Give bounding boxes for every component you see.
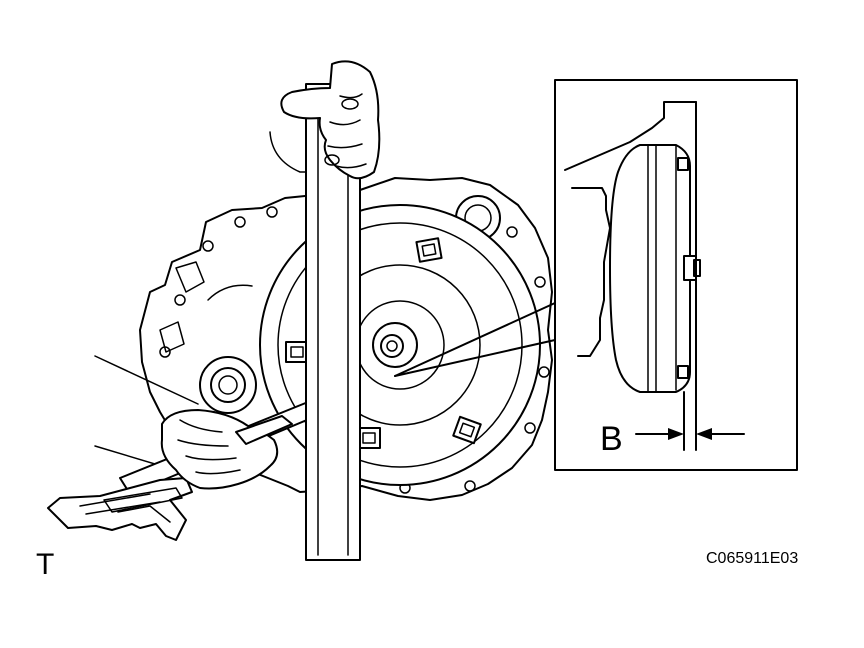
torque-converter [259,204,541,486]
detail-inset [554,79,798,471]
detail-leader [394,302,556,377]
hand-holding-caliper [160,409,293,490]
corner-label-t: T [36,548,54,581]
dimension-label-b: B [600,420,623,458]
figure-code: C065911E03 [706,550,798,567]
hand-holding-straight-edge [269,60,381,180]
